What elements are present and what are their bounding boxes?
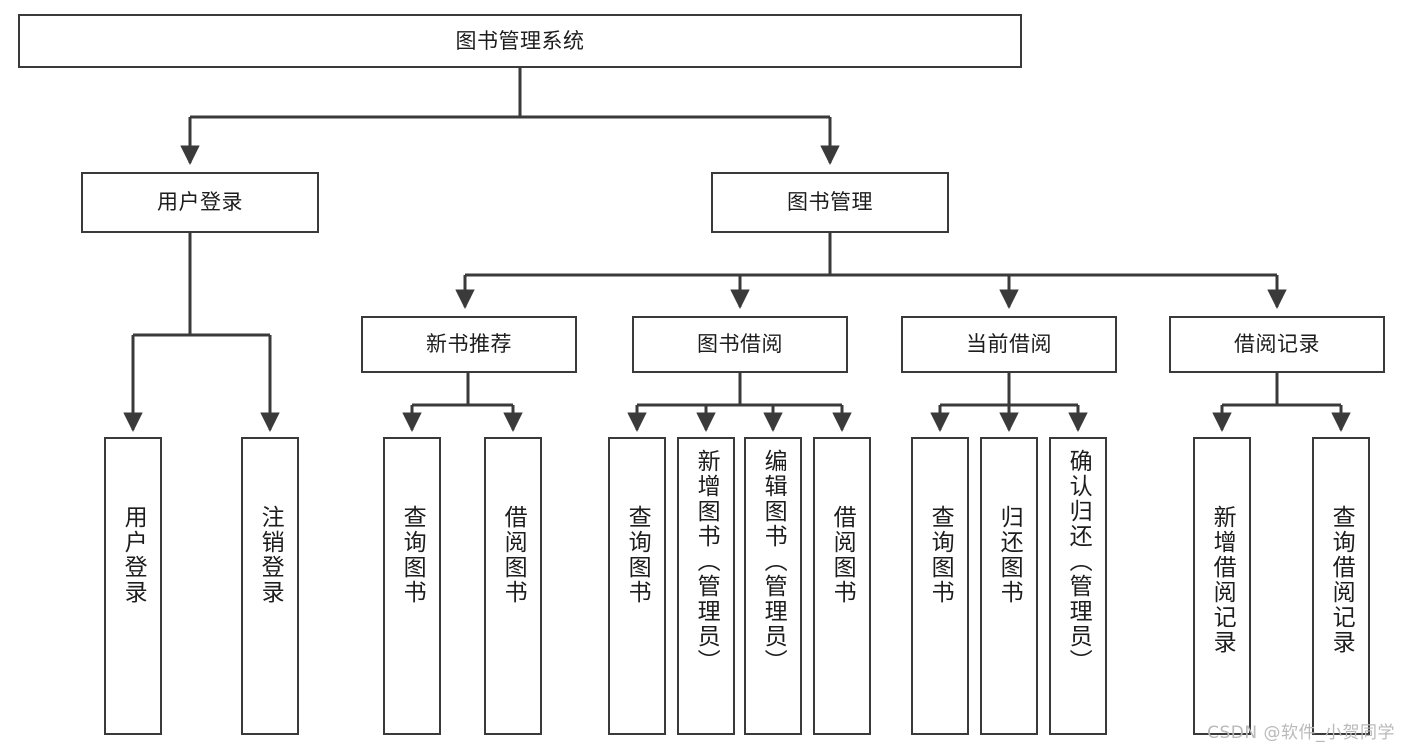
node-label: 用户登录 <box>157 190 243 215</box>
node-current-borrowing[interactable]: 当前借阅 <box>901 316 1117 373</box>
node-label: 借阅图书 <box>829 505 856 605</box>
node-root-book-management-system[interactable]: 图书管理系统 <box>18 14 1022 68</box>
node-leaf-user-login[interactable]: 用户登录 <box>104 437 162 735</box>
node-label: 图书借阅 <box>697 332 783 357</box>
node-label: 当前借阅 <box>966 332 1052 357</box>
node-label: 用户登录 <box>120 505 147 605</box>
node-label: 归还图书 <box>996 505 1023 605</box>
node-label: 借阅记录 <box>1234 332 1320 357</box>
node-leaf-query-books-borrow[interactable]: 查询图书 <box>608 437 666 735</box>
node-leaf-borrow-books-newbook[interactable]: 借阅图书 <box>484 437 542 735</box>
node-label: 新增图书（管理员） <box>693 449 720 674</box>
node-book-management[interactable]: 图书管理 <box>711 172 949 233</box>
node-label: 图书管理 <box>787 190 873 215</box>
node-label: 新书推荐 <box>426 332 512 357</box>
node-leaf-edit-book-admin[interactable]: 编辑图书（管理员） <box>744 437 802 735</box>
node-user-login[interactable]: 用户登录 <box>81 172 319 233</box>
node-label: 借阅图书 <box>500 505 527 605</box>
node-label: 确认归还（管理员） <box>1065 449 1092 674</box>
node-book-borrowing[interactable]: 图书借阅 <box>632 316 848 373</box>
node-leaf-add-book-admin[interactable]: 新增图书（管理员） <box>677 437 735 735</box>
node-label: 新增借阅记录 <box>1209 505 1236 655</box>
node-label: 查询图书 <box>624 505 651 605</box>
node-leaf-query-books-current[interactable]: 查询图书 <box>911 437 969 735</box>
node-label: 编辑图书（管理员） <box>760 449 787 674</box>
node-new-book-recommendation[interactable]: 新书推荐 <box>361 316 577 373</box>
node-label: 图书管理系统 <box>455 28 585 53</box>
node-label: 注销登录 <box>257 505 284 605</box>
node-label: 查询图书 <box>399 505 426 605</box>
node-leaf-query-books-newbook[interactable]: 查询图书 <box>383 437 441 735</box>
node-label: 查询图书 <box>927 505 954 605</box>
node-leaf-query-borrow-record[interactable]: 查询借阅记录 <box>1312 437 1370 735</box>
node-leaf-return-books[interactable]: 归还图书 <box>980 437 1038 735</box>
node-leaf-logout[interactable]: 注销登录 <box>241 437 299 735</box>
node-borrowing-record[interactable]: 借阅记录 <box>1169 316 1385 373</box>
node-leaf-confirm-return-admin[interactable]: 确认归还（管理员） <box>1049 437 1107 735</box>
node-leaf-add-borrow-record[interactable]: 新增借阅记录 <box>1193 437 1251 735</box>
node-leaf-borrow-books[interactable]: 借阅图书 <box>813 437 871 735</box>
node-label: 查询借阅记录 <box>1328 505 1355 655</box>
